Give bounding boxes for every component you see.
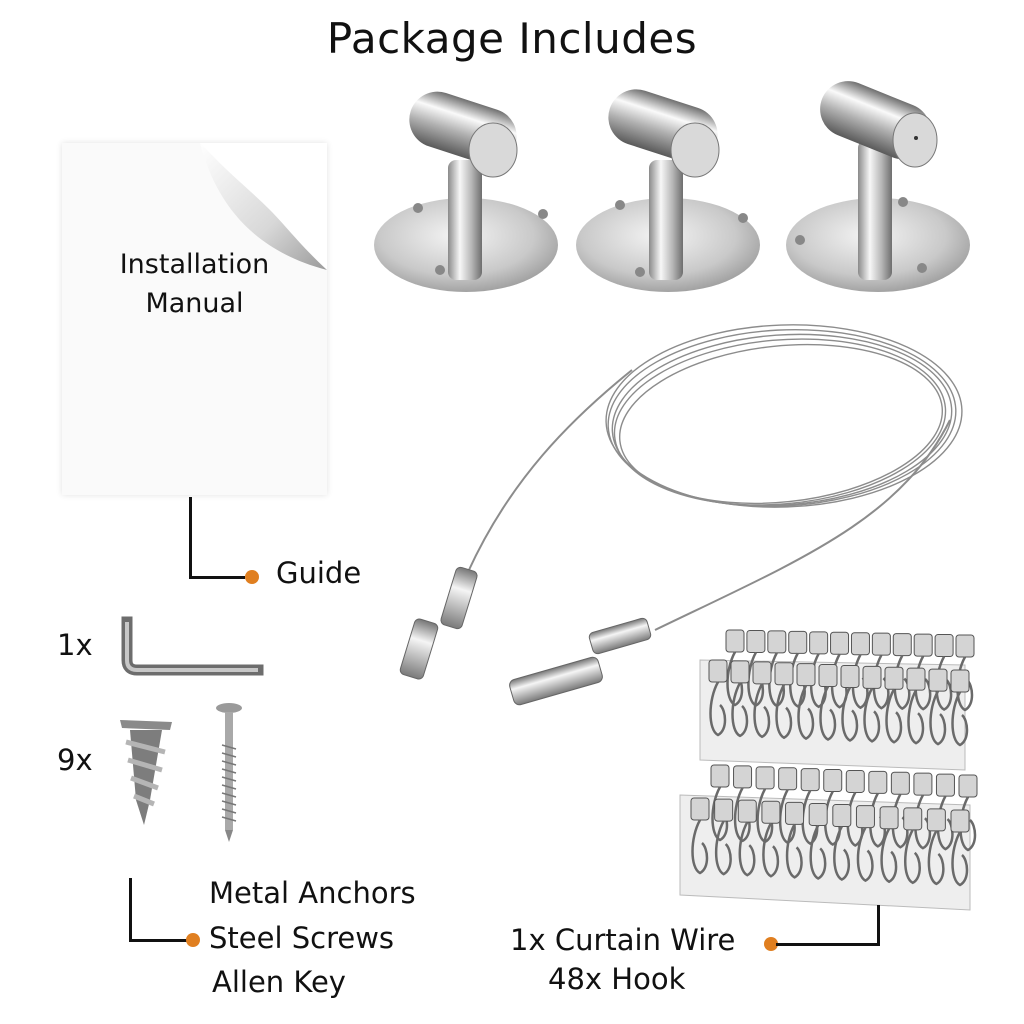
wire-label: 1x Curtain Wire	[510, 923, 736, 957]
hook	[714, 820, 732, 876]
hook	[819, 685, 837, 741]
hook	[863, 687, 881, 743]
hook-strip-icon	[679, 764, 978, 911]
guide-dot	[245, 570, 259, 584]
hook	[731, 682, 749, 738]
wire-dot	[764, 937, 778, 951]
hook	[709, 681, 727, 737]
hook	[809, 824, 827, 880]
hooks-label: 48x Hook	[548, 962, 686, 996]
guide-connector-horizontal	[189, 576, 245, 579]
anchors-label: Metal Anchors	[209, 876, 416, 910]
hardware-connector-horizontal	[129, 939, 187, 942]
hook	[929, 690, 947, 746]
bracket-icon	[786, 81, 970, 292]
hook	[785, 823, 803, 879]
hook	[833, 825, 851, 881]
bracket-icon	[374, 91, 558, 292]
anchor-qty: 9x	[57, 743, 93, 777]
manual-title-line1: Installation	[119, 249, 270, 280]
allen-label: Allen Key	[212, 965, 346, 999]
hook	[775, 684, 793, 740]
guide-label: Guide	[276, 556, 362, 590]
hook	[738, 821, 756, 877]
cable-end-2	[509, 617, 652, 706]
hook	[951, 831, 969, 887]
hook	[951, 691, 969, 747]
manual-title: Installation Manual	[62, 245, 327, 323]
hook	[753, 683, 771, 739]
hook	[885, 688, 903, 744]
hook	[880, 828, 898, 884]
wire-connector-horizontal	[776, 943, 880, 946]
hook	[841, 686, 859, 742]
guide-connector-vertical	[189, 497, 192, 579]
page-title: Package Includes	[326, 14, 698, 63]
hook	[691, 819, 709, 875]
hardware-connector-vertical	[129, 878, 132, 942]
wire-connector-vertical	[877, 905, 880, 946]
hook	[903, 829, 921, 885]
hook	[927, 830, 945, 886]
allen-qty: 1x	[57, 628, 93, 662]
hardware-dot	[186, 933, 200, 947]
hook-strip-icon	[699, 629, 975, 771]
hook	[797, 685, 815, 741]
hook	[907, 689, 925, 745]
screws-label: Steel Screws	[209, 921, 395, 955]
manual-title-line2: Manual	[145, 288, 244, 319]
hook	[762, 822, 780, 878]
hook	[856, 827, 874, 883]
cable-end-1	[399, 566, 478, 680]
bracket-icon	[576, 89, 760, 292]
